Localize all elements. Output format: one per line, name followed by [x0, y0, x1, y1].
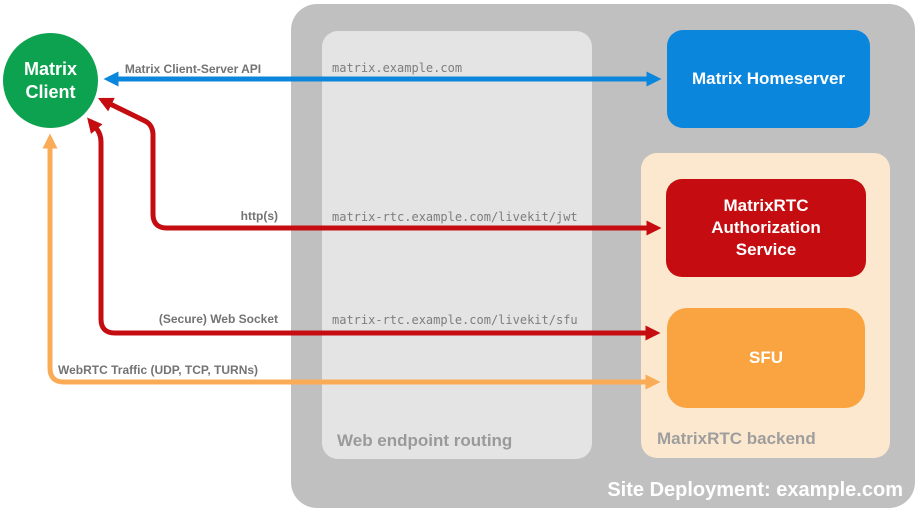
route-host-matrix: matrix.example.com: [332, 61, 463, 75]
node-sfu: SFU: [667, 308, 865, 408]
matrix-homeserver-label: Matrix Homeserver: [691, 68, 846, 88]
matrixrtc-backend-label: MatrixRTC backend: [657, 429, 816, 448]
edge-label-webrtc: WebRTC Traffic (UDP, TCP, TURNs): [58, 363, 259, 377]
node-matrixrtc-authorization-service: MatrixRTC Authorization Service: [666, 179, 866, 277]
sfu-label: SFU: [749, 347, 783, 367]
matrix-client-label: Matrix Client: [23, 59, 77, 102]
node-matrix-client: Matrix Client: [3, 33, 98, 128]
web-endpoint-routing-label: Web endpoint routing: [337, 431, 513, 450]
route-host-livekit-sfu: matrix-rtc.example.com/livekit/sfu: [332, 313, 578, 327]
edge-label-client-server-api: Matrix Client-Server API: [124, 62, 262, 76]
node-matrix-homeserver: Matrix Homeserver: [667, 30, 870, 128]
container-web-endpoint-routing: Web endpoint routing: [322, 31, 592, 459]
site-deployment-label: Site Deployment: example.com: [607, 479, 903, 501]
matrixrtc-authorization-service-label: MatrixRTC Authorization Service: [711, 195, 821, 260]
route-host-livekit-jwt: matrix-rtc.example.com/livekit/jwt: [332, 210, 578, 224]
edge-label-websocket: (Secure) Web Socket: [158, 312, 278, 326]
edge-label-https: http(s): [240, 209, 278, 223]
